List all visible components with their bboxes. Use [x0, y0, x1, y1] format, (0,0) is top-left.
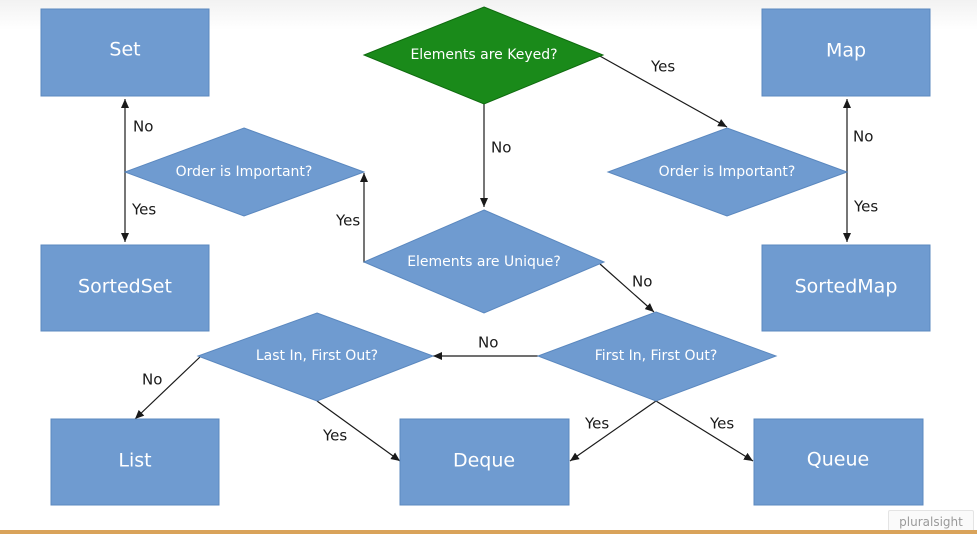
decision-keyed-label: Elements are Keyed? — [410, 47, 557, 63]
label-unique-no: No — [632, 273, 652, 291]
label-fifo-yes-queue: Yes — [709, 415, 734, 433]
decision-order-left: Order is Important? — [123, 127, 366, 217]
outcome-deque-label: Deque — [453, 450, 515, 472]
bottom-accent-bar — [0, 530, 977, 534]
outcome-list-label: List — [118, 450, 151, 472]
outcome-sortedset-label: SortedSet — [78, 276, 172, 298]
edge-keyed-yes — [597, 54, 728, 128]
decision-keyed: Elements are Keyed? — [362, 6, 605, 105]
label-unique-yes: Yes — [335, 212, 360, 230]
decision-fifo-label: First In, First Out? — [595, 348, 718, 364]
decision-unique-label: Elements are Unique? — [407, 254, 561, 270]
label-keyed-yes: Yes — [650, 58, 675, 76]
label-order-left-yes: Yes — [131, 201, 156, 219]
outcome-set-label: Set — [109, 39, 140, 61]
label-fifo-yes-deque: Yes — [584, 415, 609, 433]
label-keyed-no: No — [491, 139, 511, 157]
edge-fifo-yes-deque — [569, 400, 657, 462]
decision-lifo: Last In, First Out? — [196, 312, 435, 402]
edge-lifo-yes — [316, 400, 401, 462]
edge-lifo-no — [134, 356, 201, 420]
edge-fifo-yes-queue — [655, 400, 754, 462]
outcome-deque: Deque — [399, 418, 570, 506]
outcome-set: Set — [40, 8, 210, 97]
decision-order-right-label: Order is Important? — [659, 164, 796, 180]
decision-order-right: Order is Important? — [606, 127, 849, 217]
outcome-queue-label: Queue — [807, 449, 869, 471]
label-order-left-no: No — [133, 118, 153, 136]
outcome-sortedmap: SortedMap — [761, 244, 931, 332]
outcome-map-label: Map — [826, 40, 866, 62]
label-order-right-no: No — [853, 128, 873, 146]
decision-order-left-label: Order is Important? — [176, 164, 313, 180]
label-order-right-yes: Yes — [853, 198, 878, 216]
outcome-list: List — [50, 418, 220, 506]
edge-unique-yes — [360, 173, 368, 263]
decision-unique: Elements are Unique? — [362, 209, 606, 314]
outcome-queue: Queue — [753, 418, 924, 506]
outcome-sortedmap-label: SortedMap — [795, 276, 898, 298]
label-lifo-yes: Yes — [322, 427, 347, 445]
edge-unique-no — [599, 263, 655, 313]
outcome-sortedset: SortedSet — [40, 244, 210, 332]
label-lifo-no: No — [142, 371, 162, 389]
decision-fifo: First In, First Out? — [536, 311, 778, 402]
label-fifo-no: No — [478, 334, 498, 352]
outcome-map: Map — [761, 8, 931, 97]
decision-lifo-label: Last In, First Out? — [256, 348, 378, 364]
